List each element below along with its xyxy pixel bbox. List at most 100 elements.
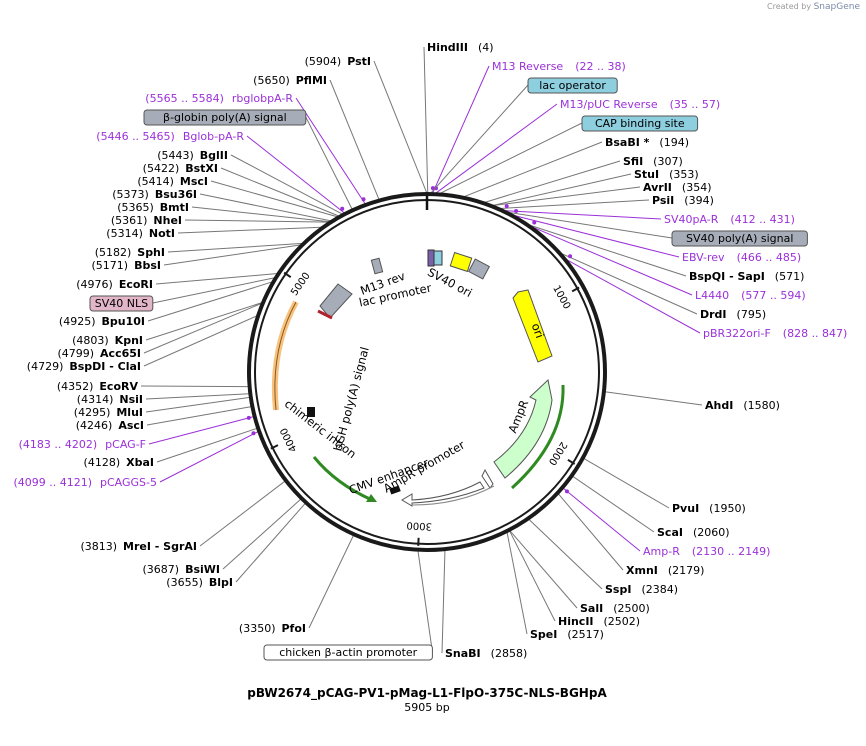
enzyme-name: SpeI	[530, 628, 557, 641]
enzyme-name: ScaI	[657, 526, 683, 539]
tick-mark	[270, 444, 279, 450]
enzyme-leader	[484, 160, 621, 203]
enzyme-position: (5650)	[253, 74, 290, 87]
enzyme-leader	[509, 530, 556, 622]
enzyme-leader	[145, 396, 250, 413]
enzyme-label: AhdI(1580)	[705, 399, 780, 412]
enzyme-position: (5361)	[111, 214, 148, 227]
enzyme-label: (3687) BsiWI	[142, 563, 220, 576]
enzyme-position: (4314)	[77, 393, 114, 406]
primer-name: pCAGGS-5	[100, 476, 157, 489]
enzyme-label: DrdI(795)	[700, 308, 766, 321]
primer-range: (4099 .. 4121)	[13, 476, 92, 489]
enzyme-position: (2060)	[693, 526, 730, 539]
feature-box	[143, 109, 307, 126]
enzyme-label: (5361)NheI	[111, 214, 182, 227]
enzyme-label: (5904)PstI	[305, 55, 371, 68]
primer-name: M13/pUC Reverse	[560, 98, 658, 111]
feature-orange-arc-edge	[274, 301, 297, 411]
backbone	[247, 192, 607, 552]
feature-box-label: SV40 NLS	[95, 297, 148, 310]
primer-leader	[159, 431, 259, 483]
backbone-inner	[254, 199, 600, 545]
enzyme-label: (4352)EcoRV	[57, 380, 139, 393]
enzyme-name: EcoRI	[119, 278, 153, 291]
enzyme-leader	[210, 180, 338, 218]
enzyme-label: AvrII(354)	[643, 181, 712, 194]
primer-label: pBR322ori-F(828 .. 847)	[703, 327, 847, 340]
tick-mark	[567, 458, 576, 465]
credit-brand: SnapGene	[813, 2, 860, 12]
enzyme-name: SspI	[605, 583, 631, 596]
enzyme-label: (5373)Bsu36I	[112, 188, 197, 201]
enzyme-position: (394)	[684, 194, 714, 207]
primer-label: M13 Reverse(22 .. 38)	[492, 60, 626, 73]
enzyme-name: AhdI	[705, 399, 733, 412]
primer-leader	[531, 226, 693, 296]
enzyme-leader	[572, 475, 655, 533]
enzyme-name: XmnI	[626, 564, 658, 577]
enzyme-name: BsaBI *	[605, 136, 650, 149]
primer-label: (5446 .. 5465)Bglob-pA-R	[96, 130, 244, 143]
primer-mark	[532, 220, 537, 225]
enzyme-leader	[583, 458, 670, 509]
enzyme-leader	[492, 173, 632, 206]
feature-chimeric-intron-head	[366, 494, 377, 502]
enzyme-position: (2500)	[613, 602, 650, 615]
primer-label: (5565 .. 5584)rbglobpA-R	[145, 92, 293, 105]
box-leader	[417, 550, 433, 653]
feature-box-label: β-globin poly(A) signal	[163, 111, 287, 124]
enzyme-name: BspQI - SapI	[689, 270, 765, 283]
enzyme-label: BspQI - SapI(571)	[689, 270, 804, 283]
primer-range: (2130 .. 2149)	[692, 545, 771, 558]
enzyme-leader	[163, 244, 302, 266]
enzyme-leader	[143, 315, 258, 367]
enzyme-name: BspDI - ClaI	[69, 360, 141, 373]
enzyme-name: EcoRV	[99, 380, 138, 393]
enzyme-position: (194)	[659, 136, 689, 149]
enzyme-position: (2179)	[668, 564, 705, 577]
enzyme-leader	[499, 199, 650, 210]
feature-ampr-promoter-arrow	[481, 468, 494, 489]
enzyme-name: DrdI	[700, 308, 727, 321]
enzyme-name: BsiWI	[185, 563, 220, 576]
enzyme-leader	[329, 79, 380, 200]
primer-leader	[246, 135, 345, 214]
feature-box	[263, 644, 433, 661]
enzyme-label: (5314)NotI	[106, 227, 175, 240]
enzyme-position: (4976)	[76, 278, 113, 291]
enzyme-name: MscI	[180, 175, 208, 188]
backbone-outer	[247, 192, 607, 552]
enzyme-name: SphI	[137, 246, 165, 259]
enzyme-leader	[156, 427, 258, 463]
credit-prefix: Created by	[767, 2, 812, 11]
primer-leader	[565, 258, 701, 334]
enzyme-name: MreI - SgrAI	[123, 540, 197, 553]
plasmid-name: pBW2674_pCAG-PV1-pMag-L1-FlpO-375C-NLS-B…	[247, 686, 607, 701]
tick-label: 4000	[279, 426, 300, 454]
enzyme-position: (3687)	[142, 563, 179, 576]
enzyme-name: PstI	[347, 55, 371, 68]
enzyme-name: NotI	[149, 227, 175, 240]
primer-range: (5446 .. 5465)	[96, 130, 175, 143]
enzyme-position: (3350)	[239, 622, 276, 635]
enzyme-label: (5650)PflMI	[253, 74, 327, 87]
primer-range: (412 .. 431)	[730, 213, 795, 226]
enzyme-label: (4729)BspDI - ClaI	[27, 360, 141, 373]
enzyme-position: (4925)	[59, 315, 96, 328]
primer-label: Amp-R(2130 .. 2149)	[643, 545, 770, 558]
enzyme-name: KpnI	[115, 334, 143, 347]
box-leader	[507, 211, 673, 239]
enzyme-label: (3655)BlpI	[166, 576, 233, 589]
primer-range: (577 .. 594)	[741, 289, 806, 302]
primer-mark	[434, 186, 439, 191]
plasmid-length: 5905 bp	[404, 701, 449, 714]
enzyme-name: BbsI	[134, 259, 161, 272]
tick-label: 5000	[289, 271, 313, 298]
box-leader	[430, 84, 529, 194]
enzyme-leader	[308, 535, 354, 629]
enzyme-position: (4)	[478, 41, 494, 54]
enzyme-label: StuI(353)	[634, 168, 699, 181]
enzyme-name: NsiI	[119, 393, 143, 406]
enzyme-name: PsiI	[652, 194, 674, 207]
